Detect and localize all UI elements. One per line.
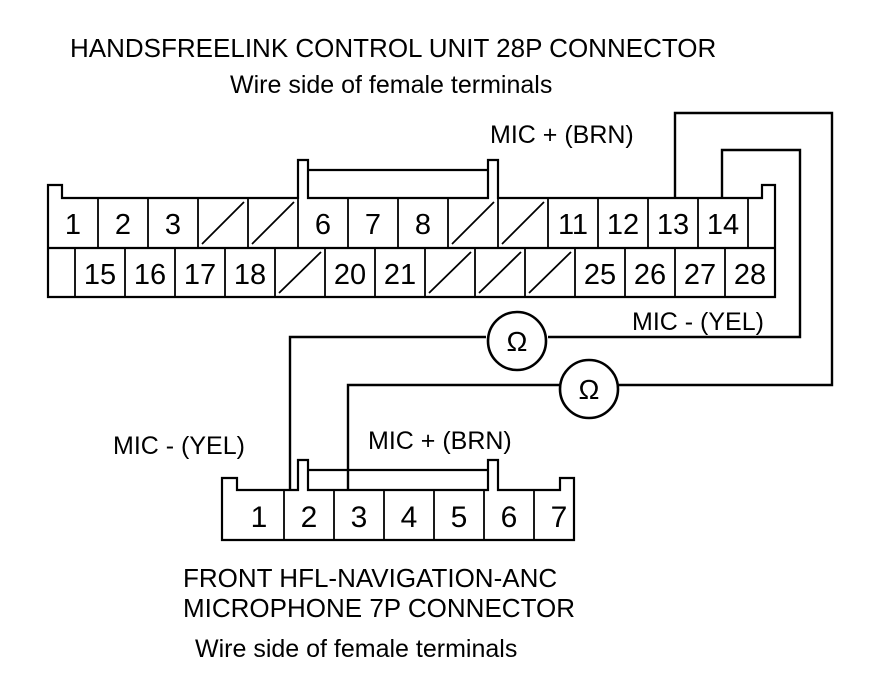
empty-cavity-slash (251, 201, 295, 245)
pin-7p-2: 2 (301, 501, 318, 534)
pin-28p-16: 16 (134, 259, 166, 291)
pin-7p-6: 6 (501, 501, 518, 534)
pin-28p-3: 3 (165, 209, 181, 241)
pin-28p-8: 8 (415, 209, 431, 241)
pin-28p-26: 26 (634, 259, 666, 291)
label-mic-minus-right: MIC - (YEL) (632, 308, 764, 336)
pin-28p-2: 2 (115, 209, 131, 241)
pin-28p-17: 17 (184, 259, 216, 291)
wire-mic-plus-brn (346, 111, 834, 490)
wire-mic-minus-yel (288, 148, 802, 490)
pin-28p-20: 20 (334, 259, 366, 291)
pin-28p-7: 7 (365, 209, 381, 241)
empty-cavity-slash (428, 251, 472, 294)
pin-28p-21: 21 (384, 259, 416, 291)
connector-7p-title-line2: MICROPHONE 7P CONNECTOR (183, 593, 575, 623)
pin-28p-13: 13 (657, 209, 689, 241)
pin-28p-28: 28 (734, 259, 766, 291)
pin-7p-3: 3 (351, 501, 368, 534)
empty-cavity-slash (201, 201, 245, 245)
empty-cavity-slash (278, 251, 322, 294)
pin-28p-27: 27 (684, 259, 716, 291)
connector-28p-subtitle: Wire side of female terminals (230, 71, 552, 99)
empty-cavity-slash (478, 251, 522, 294)
label-mic-minus-left: MIC - (YEL) (113, 432, 245, 460)
connector-28p-title: HANDSFREELINK CONTROL UNIT 28P CONNECTOR (70, 33, 716, 63)
empty-cavity-slash (451, 201, 495, 245)
pin-7p-1: 1 (251, 501, 268, 534)
pin-28p-1: 1 (65, 209, 81, 241)
pin-7p-4: 4 (401, 501, 418, 534)
pin-28p-14: 14 (707, 209, 739, 241)
pin-28p-6: 6 (315, 209, 331, 241)
pin-28p-12: 12 (607, 209, 639, 241)
connector-7p-title-line1: FRONT HFL-NAVIGATION-ANC (183, 563, 557, 593)
pin-28p-25: 25 (584, 259, 616, 291)
ohmmeter-mic-minus: Ω (486, 310, 548, 372)
empty-cavity-slash (528, 251, 572, 294)
pin-28p-11: 11 (558, 209, 588, 241)
connector-7p-subtitle: Wire side of female terminals (195, 635, 517, 663)
pin-28p-18: 18 (234, 259, 266, 291)
empty-cavity-slash (501, 201, 545, 245)
pin-28p-15: 15 (84, 259, 116, 291)
label-mic-plus-top: MIC + (BRN) (490, 121, 634, 149)
ohm-symbol: Ω (507, 326, 528, 357)
label-mic-plus-bottom: MIC + (BRN) (368, 427, 512, 455)
pin-7p-5: 5 (451, 501, 468, 534)
ohm-symbol: Ω (579, 374, 600, 405)
pin-7p-7: 7 (551, 501, 568, 534)
ohmmeter-mic-plus: Ω (558, 358, 620, 420)
